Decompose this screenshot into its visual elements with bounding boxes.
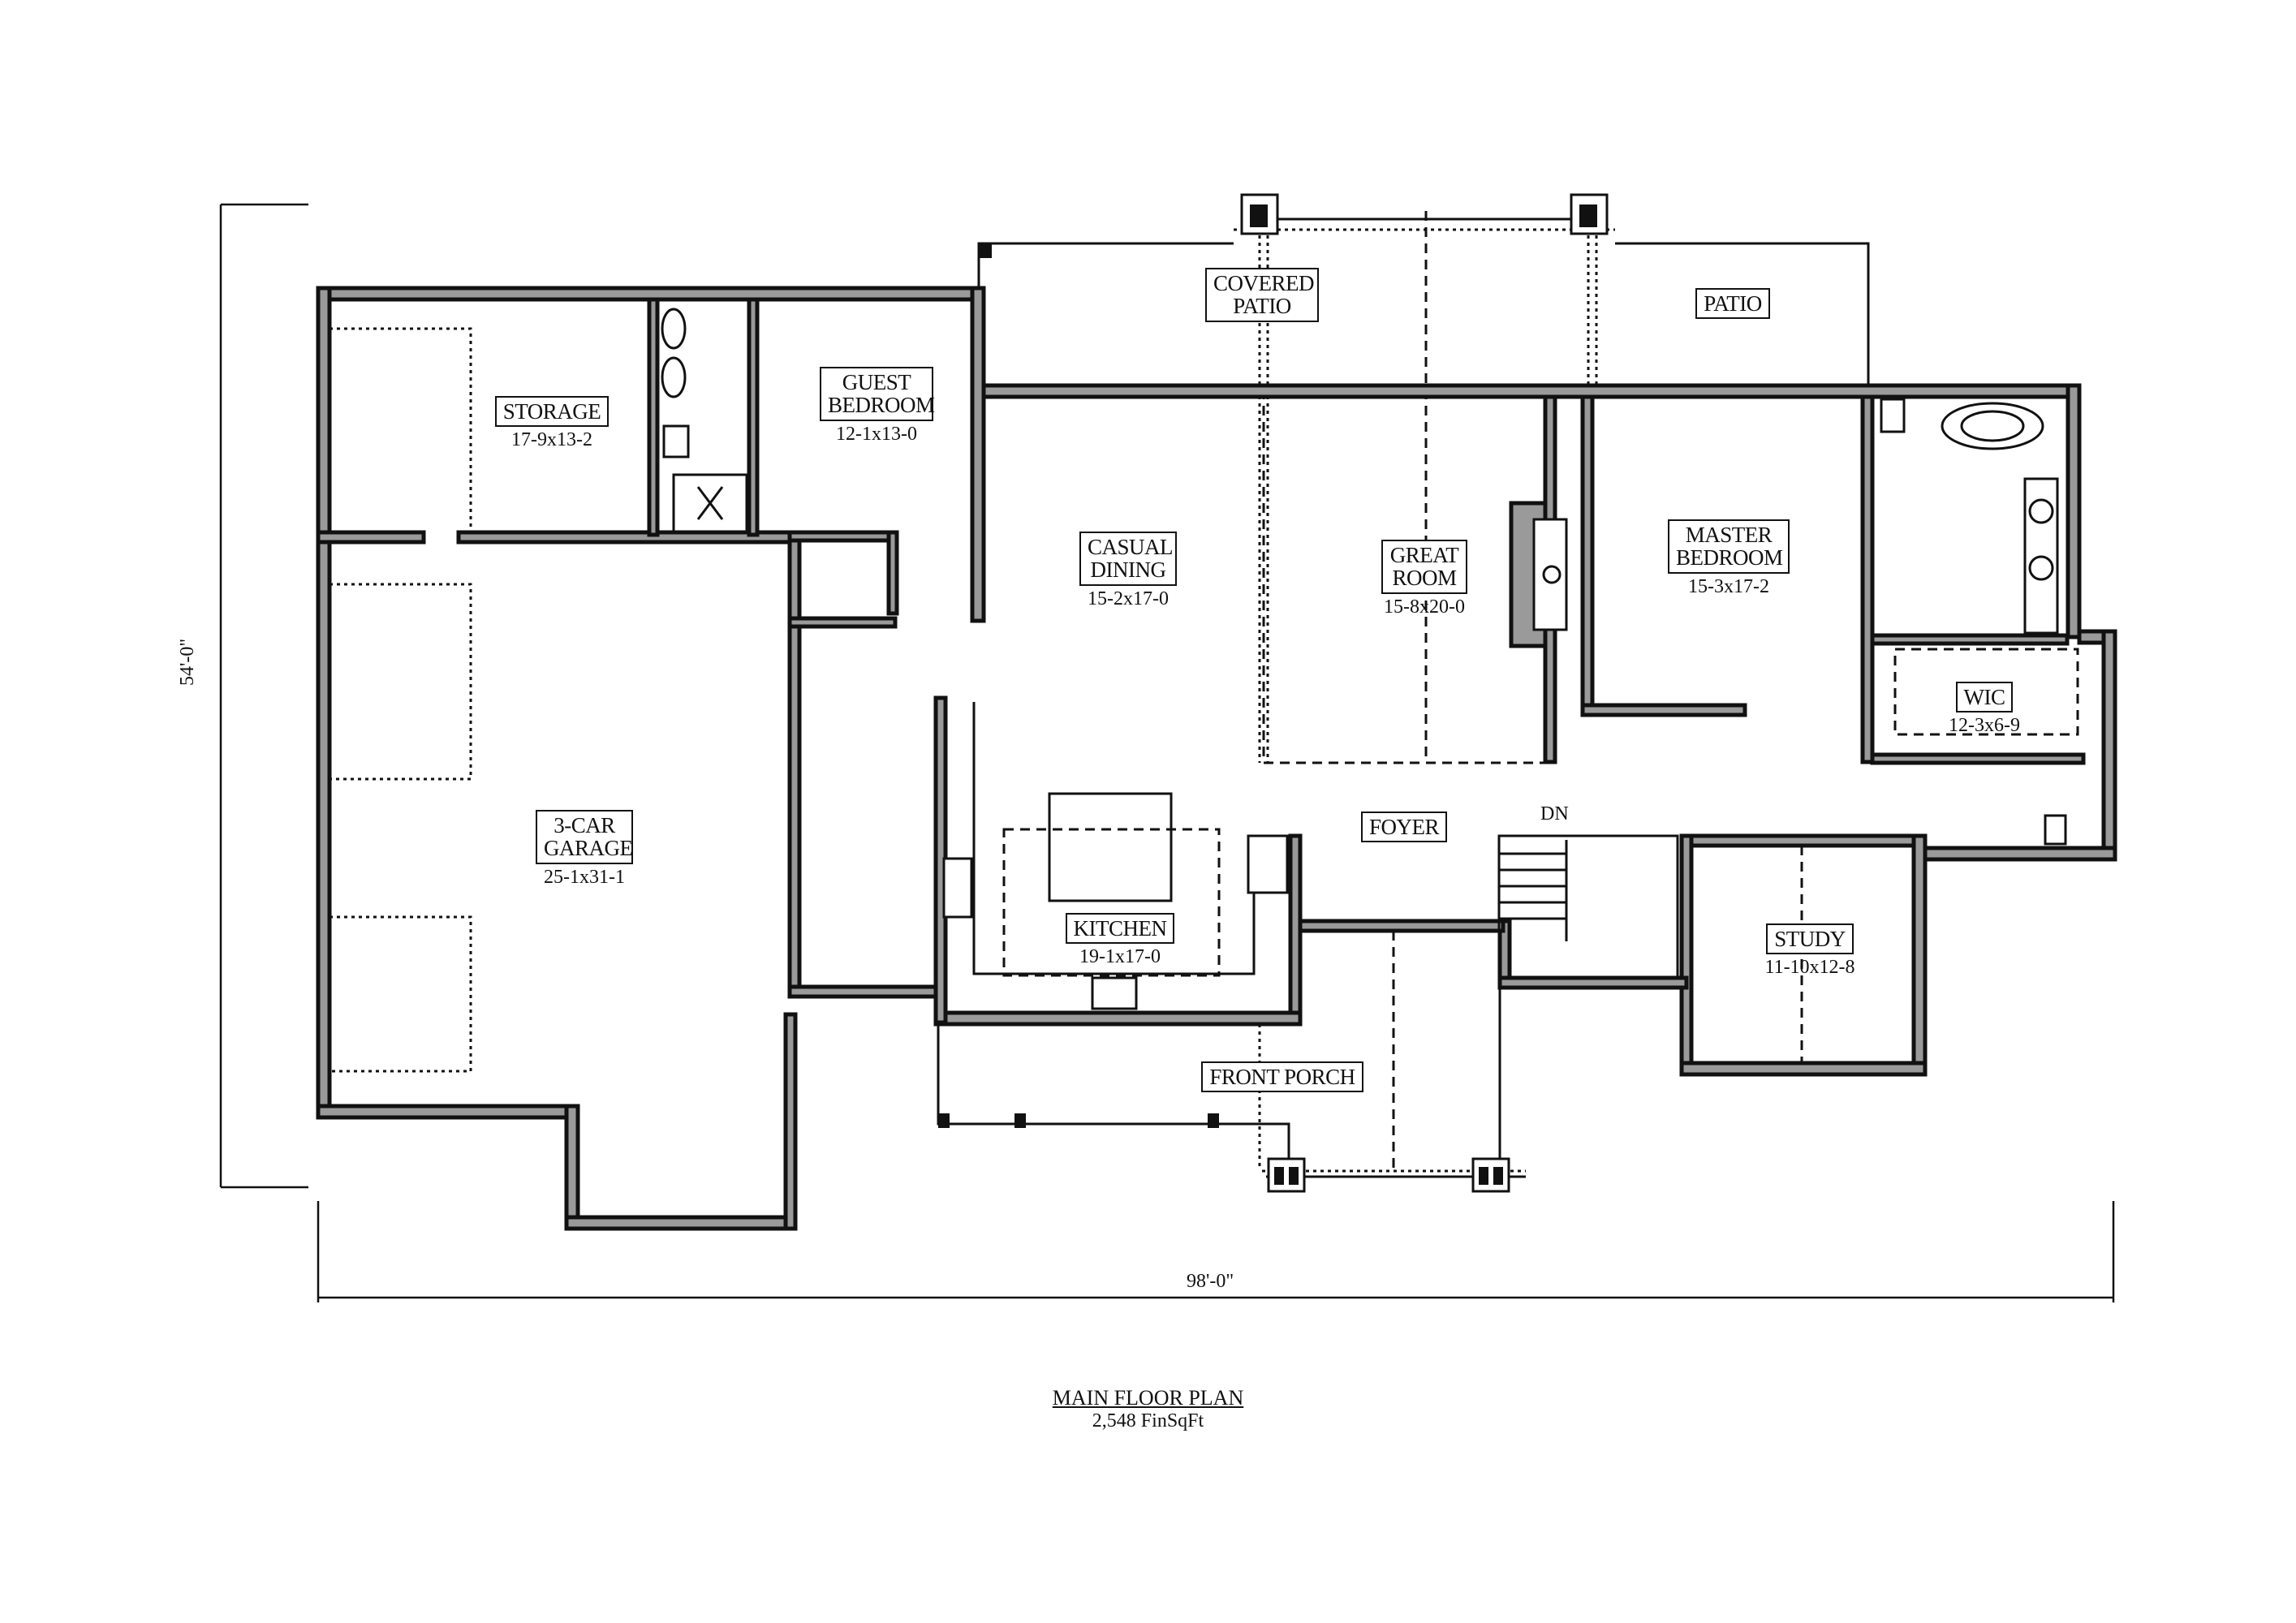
room-label-study: STUDY 11-10x12-8	[1729, 923, 1891, 979]
room-size: 15-8x20-0	[1384, 596, 1465, 618]
room-name: GUEST BEDROOM	[820, 367, 935, 421]
room-size: 12-1x13-0	[836, 423, 917, 445]
depth-dimension: 54'-0"	[177, 638, 198, 686]
stair-down-label: DN	[1540, 803, 1569, 824]
room-label-master-bedroom: MASTER BEDROOM 15-3x17-2	[1639, 519, 1818, 597]
room-name: STORAGE	[494, 396, 610, 428]
master-bath-fixtures	[1880, 398, 2079, 846]
room-name: COVERED PATIO	[1205, 268, 1319, 322]
room-label-kitchen: KITCHEN 19-1x17-0	[1039, 913, 1201, 968]
plan-title-block: MAIN FLOOR PLAN 2,548 FinSqFt	[0, 1386, 2296, 1432]
room-name: GREAT ROOM	[1381, 540, 1467, 594]
garage-parking-outlines	[330, 327, 472, 1073]
room-size: 17-9x13-2	[511, 429, 592, 451]
room-name: PATIO	[1695, 288, 1770, 320]
room-name: FOYER	[1360, 812, 1447, 843]
room-label-foyer: FOYER	[1339, 812, 1469, 843]
room-size: 11-10x12-8	[1764, 957, 1855, 979]
room-label-front-porch: FRONT PORCH	[1185, 1061, 1380, 1093]
room-label-great-room: GREAT ROOM 15-8x20-0	[1351, 540, 1497, 618]
kitchen-fixtures	[942, 702, 1289, 1010]
room-label-guest-bedroom: GUEST BEDROOM 12-1x13-0	[779, 367, 974, 445]
dimension-lines	[219, 203, 2115, 1302]
room-label-wic: WIC 12-3x6-9	[1923, 682, 2045, 737]
walls	[316, 286, 2117, 1231]
width-dimension: 98'-0"	[1187, 1271, 1234, 1292]
room-name: 3-CAR GARAGE	[536, 810, 633, 864]
plan-title: MAIN FLOOR PLAN	[1052, 1386, 1244, 1410]
guest-bath-fixtures	[661, 308, 748, 533]
room-name: CASUAL DINING	[1079, 532, 1177, 586]
room-label-casual-dining: CASUAL DINING 15-2x17-0	[1055, 532, 1201, 609]
room-name: KITCHEN	[1065, 913, 1175, 945]
front-porch-outline	[937, 931, 1526, 1193]
room-label-garage: 3-CAR GARAGE 25-1x31-1	[503, 810, 666, 888]
room-label-storage: STORAGE 17-9x13-2	[438, 396, 666, 451]
room-name: WIC	[1955, 682, 2014, 713]
stair	[1497, 834, 1679, 979]
room-label-patio: PATIO	[1672, 288, 1794, 320]
patio-outlines	[977, 193, 1870, 763]
room-label-covered-patio: COVERED PATIO	[1193, 268, 1331, 322]
room-name: STUDY	[1766, 923, 1854, 955]
room-size: 25-1x31-1	[544, 866, 625, 888]
plan-area: 2,548 FinSqFt	[1092, 1410, 1204, 1431]
room-size: 12-3x6-9	[1949, 715, 2020, 737]
room-size: 15-2x17-0	[1088, 588, 1169, 609]
room-name: FRONT PORCH	[1201, 1061, 1363, 1093]
room-name: MASTER BEDROOM	[1668, 519, 1790, 574]
room-size: 15-3x17-2	[1688, 575, 1769, 597]
room-size: 19-1x17-0	[1079, 946, 1161, 968]
